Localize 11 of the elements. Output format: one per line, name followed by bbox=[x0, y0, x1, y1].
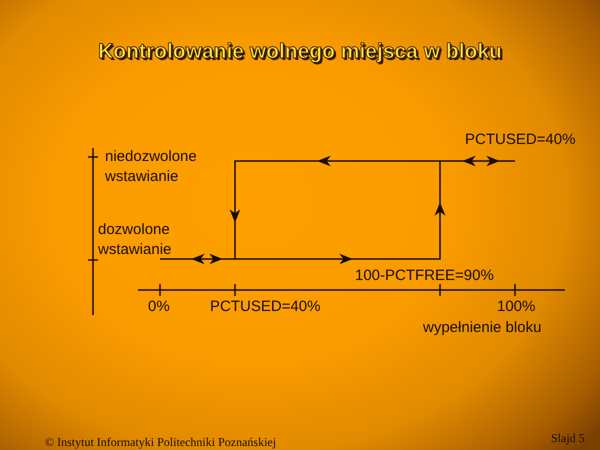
footer-text: © Instytut Informatyki Politechniki Poznańskiej bbox=[45, 434, 276, 450]
slide-title: Kontrolowanie wolnego miejsca w bloku bbox=[97, 40, 503, 64]
threshold-label: 100-PCTFREE=90% bbox=[355, 266, 494, 286]
state-label: niedozwolone wstawianie bbox=[105, 147, 198, 187]
tick-label: 100% bbox=[497, 297, 536, 317]
tick-label: 0% bbox=[148, 297, 170, 317]
slide-number: Slajd 5 bbox=[551, 430, 585, 447]
level-label: PCTUSED=40% bbox=[465, 130, 576, 150]
state-label: dozwolone wstawianie bbox=[98, 220, 172, 260]
tick-label: PCTUSED=40% bbox=[210, 297, 320, 317]
axis-label: wypełnienie bloku bbox=[423, 318, 542, 338]
